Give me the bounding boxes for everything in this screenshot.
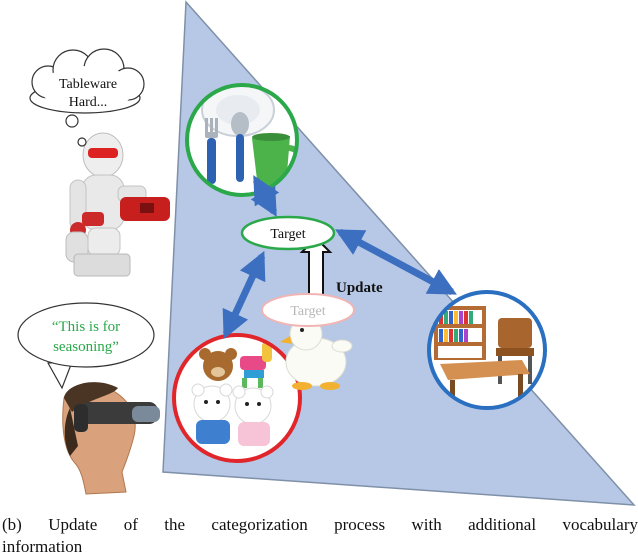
arrow-tableware-target — [250, 175, 280, 217]
target-label: Target — [270, 227, 305, 242]
llama-toy-icon — [240, 342, 272, 388]
thought-line-2: Hard... — [69, 95, 108, 110]
toy-category — [172, 333, 302, 463]
spoon-icon — [231, 112, 249, 182]
tableware-category — [185, 83, 299, 197]
desk-icon — [440, 360, 530, 406]
figure-caption: (b) Update of the categorization process… — [2, 514, 638, 554]
white-bear-left-icon — [191, 383, 233, 444]
faded-target-label: Target — [290, 304, 325, 319]
fork-icon — [205, 118, 218, 184]
arrow-target-toy — [222, 250, 266, 340]
arrow-target-furniture — [335, 228, 457, 296]
teddy-bear-icon — [199, 348, 237, 381]
duck-toy-icon — [280, 317, 353, 390]
caption-line-1: (b) Update of the categorization process… — [2, 515, 638, 534]
speech-line-1: “This is for — [52, 319, 120, 335]
human-speech-bubble: “This is for seasoning” — [17, 302, 155, 390]
white-bear-right-icon — [232, 385, 274, 446]
human-with-headset — [62, 382, 160, 495]
furniture-category — [427, 290, 547, 410]
caption-line-2: information — [2, 537, 83, 554]
speech-line-2: seasoning” — [53, 339, 119, 355]
target-node: Target — [240, 215, 336, 251]
thought-line-1: Tableware — [59, 77, 117, 92]
robot-thought-cloud: Tableware Hard... — [29, 48, 145, 147]
cup-icon — [252, 133, 297, 188]
update-label: Update — [336, 280, 383, 296]
faded-target-node: Target — [261, 293, 355, 327]
robot-figure — [65, 132, 170, 277]
